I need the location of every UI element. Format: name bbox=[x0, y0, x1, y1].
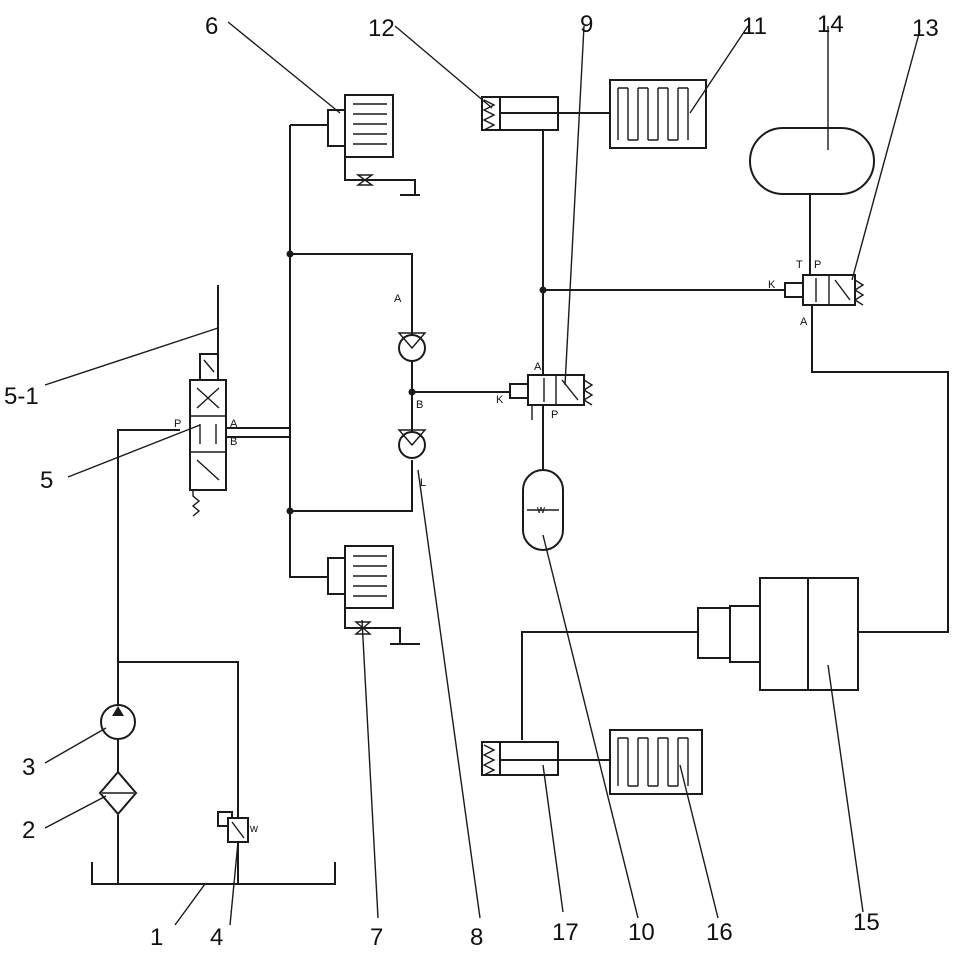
pilot-valve-13: K T P A bbox=[768, 259, 863, 328]
label-5: 5 bbox=[40, 467, 53, 494]
label-7: 7 bbox=[370, 924, 383, 951]
tank bbox=[92, 862, 335, 884]
label-11: 11 bbox=[742, 13, 767, 40]
svg-text:P: P bbox=[551, 409, 558, 421]
brake-11 bbox=[610, 80, 706, 148]
master-cylinder-15 bbox=[698, 578, 858, 690]
label-17: 17 bbox=[552, 919, 579, 946]
line-15-to-17 bbox=[522, 632, 698, 740]
svg-text:w: w bbox=[536, 504, 545, 516]
reservoir-14 bbox=[750, 128, 874, 194]
accumulator-10: w bbox=[523, 470, 563, 550]
label-8: 8 bbox=[470, 924, 483, 951]
vertical-bus bbox=[290, 125, 330, 577]
label-16: 16 bbox=[706, 919, 733, 946]
svg-text:P: P bbox=[174, 418, 181, 430]
label-5-1: 5-1 bbox=[4, 383, 39, 410]
label-13: 13 bbox=[912, 15, 939, 42]
pump-pressure-line bbox=[118, 430, 180, 705]
cylinder-6 bbox=[328, 95, 420, 195]
svg-text:B: B bbox=[416, 399, 423, 411]
directional-valve: P A B bbox=[174, 354, 238, 516]
check-lower-line bbox=[290, 460, 412, 511]
label-14: 14 bbox=[817, 11, 844, 38]
label-6: 6 bbox=[205, 13, 218, 40]
label-2: 2 bbox=[22, 817, 35, 844]
label-15: 15 bbox=[853, 909, 880, 936]
label-4: 4 bbox=[210, 924, 223, 951]
svg-text:A: A bbox=[394, 293, 402, 305]
svg-text:w: w bbox=[249, 823, 258, 835]
label-12: 12 bbox=[368, 15, 395, 42]
cylinder-7 bbox=[328, 546, 420, 644]
svg-text:P: P bbox=[814, 259, 821, 271]
relief-line bbox=[118, 662, 238, 818]
svg-text:A: A bbox=[800, 316, 808, 328]
filter bbox=[100, 772, 136, 814]
svg-text:T: T bbox=[796, 259, 803, 271]
label-10: 10 bbox=[628, 919, 655, 946]
check-valve-upper: A bbox=[394, 293, 425, 392]
svg-text:K: K bbox=[768, 279, 776, 291]
label-3: 3 bbox=[22, 754, 35, 781]
label-1: 1 bbox=[150, 924, 163, 951]
pump bbox=[101, 705, 135, 739]
svg-text:A: A bbox=[534, 361, 542, 373]
svg-text:K: K bbox=[496, 394, 504, 406]
brake-16 bbox=[610, 730, 702, 794]
label-9: 9 bbox=[580, 11, 593, 38]
